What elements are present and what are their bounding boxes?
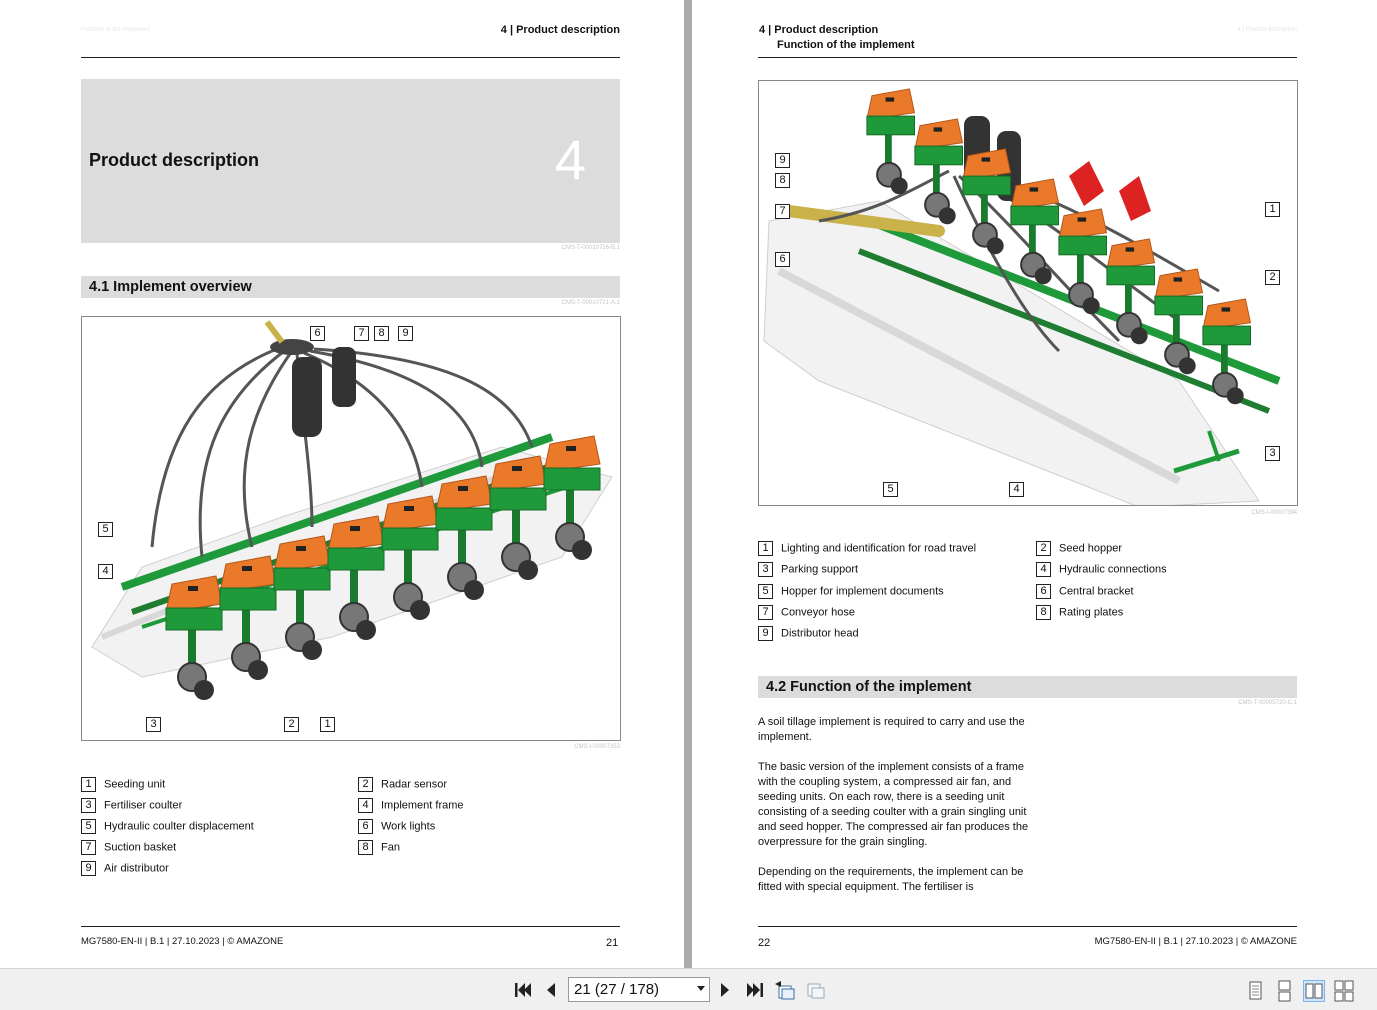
callout-8: 8 (775, 173, 790, 188)
next-view-icon (807, 983, 825, 999)
faint-header: Function of the implement (81, 27, 151, 33)
previous-page-icon (547, 983, 555, 997)
chevron-down-icon[interactable] (697, 986, 705, 991)
single-page-icon (1249, 981, 1262, 1000)
section-body: A soil tillage implement is required to … (758, 715, 1033, 910)
continuous-page-icon (1278, 980, 1291, 1002)
paragraph: Depending on the requirements, the imple… (758, 866, 1024, 893)
page-number-combo[interactable]: 21 (27 / 178) (568, 977, 710, 1002)
section-title: 4.1 Implement overview (81, 276, 620, 298)
next-page-button[interactable] (716, 978, 734, 1002)
chapter-box: Product description 4 (81, 79, 620, 243)
callout-6: 6 (310, 326, 325, 341)
callout-4: 4 (98, 564, 113, 579)
callout-2: 2 (1265, 270, 1280, 285)
figure-code: CMS-I-00007394 (1251, 510, 1297, 516)
callout-5: 5 (883, 482, 898, 497)
seeder-rear-illustration (763, 88, 1281, 505)
right-page: 4 | Product description Function of the … (692, 0, 1377, 968)
page-number: 21 (606, 937, 619, 949)
first-page-icon (515, 983, 531, 997)
section-code: CMS-T-00005720-C.1 (1238, 700, 1297, 706)
section-title: 4.2 Function of the implement (758, 676, 1297, 698)
callout-9: 9 (775, 153, 790, 168)
implement-function-figure: 9 8 7 6 1 2 3 5 4 (758, 80, 1298, 506)
callout-5: 5 (98, 522, 113, 537)
navigation-toolbar: 21 (27 / 178) (0, 968, 1377, 1010)
paragraph: A soil tillage implement is required to … (758, 716, 1025, 743)
page-number-value: 21 (27 / 178) (574, 981, 660, 998)
callout-6: 6 (775, 252, 790, 267)
single-page-view-button[interactable] (1244, 980, 1266, 1002)
callout-3: 3 (146, 717, 161, 732)
callout-7: 7 (775, 204, 790, 219)
chapter-number: 4 (554, 128, 586, 191)
page-header: 4 | Product description (500, 24, 620, 36)
previous-view-icon (775, 981, 795, 1000)
callout-7: 7 (354, 326, 369, 341)
implement-overview-figure: 6 7 8 9 5 4 3 2 1 (81, 316, 621, 741)
chapter-code: CMS-T-00010716-B.1 (561, 245, 620, 251)
callout-2: 2 (284, 717, 299, 732)
previous-page-button[interactable] (542, 978, 560, 1002)
callout-1: 1 (1265, 202, 1280, 217)
callout-4: 4 (1009, 482, 1024, 497)
continuous-facing-icon (1334, 980, 1354, 1002)
facing-pages-view-button[interactable] (1303, 980, 1325, 1002)
callout-1: 1 (320, 717, 335, 732)
callout-8: 8 (374, 326, 389, 341)
seeder-illustration (91, 320, 613, 700)
next-page-icon (721, 983, 729, 997)
previous-view-button[interactable] (772, 978, 796, 1002)
last-page-button[interactable] (744, 978, 766, 1002)
header-rule (81, 57, 620, 58)
callout-9: 9 (398, 326, 413, 341)
first-page-button[interactable] (512, 978, 534, 1002)
footer-rule (758, 926, 1297, 927)
page-number: 22 (758, 937, 771, 949)
last-page-icon (747, 983, 763, 997)
next-view-button[interactable] (804, 978, 828, 1002)
section-code: CMS-T-00010721-A.1 (561, 300, 620, 306)
footer-rule (81, 926, 620, 927)
page-header: 4 | Product description (759, 24, 879, 36)
header-rule (758, 57, 1297, 58)
footer-text: MG7580-EN-II | B.1 | 27.10.2023 | © AMAZ… (81, 936, 284, 947)
faint-header: 4 | Product description (1237, 27, 1297, 33)
footer-text: MG7580-EN-II | B.1 | 27.10.2023 | © AMAZ… (1094, 936, 1297, 947)
continuous-facing-view-button[interactable] (1333, 980, 1355, 1002)
figure-code: CMS-I-00007353 (574, 744, 620, 750)
chapter-title: Product description (89, 150, 260, 170)
facing-pages-icon (1305, 983, 1323, 999)
paragraph: The basic version of the implement consi… (758, 761, 1029, 848)
left-page: Function of the implement 4 | Product de… (0, 0, 684, 968)
continuous-page-view-button[interactable] (1273, 980, 1295, 1002)
page-subheader: Function of the implement (777, 39, 915, 51)
callout-3: 3 (1265, 446, 1280, 461)
